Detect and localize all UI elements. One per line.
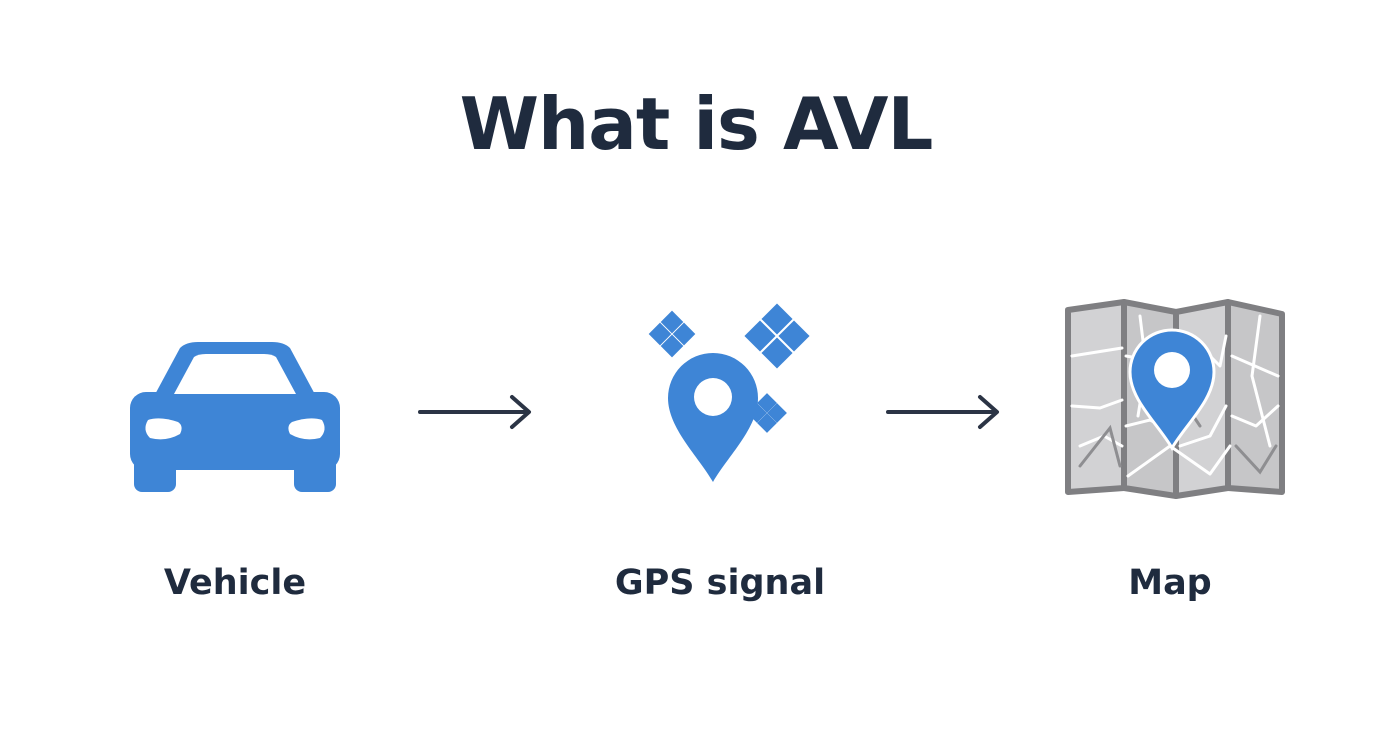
satellite-panel-right-icon [744, 303, 810, 369]
step-label-map: Map [1128, 563, 1212, 603]
car-icon [130, 342, 340, 492]
step-label-gps-signal: GPS signal [614, 563, 826, 603]
step-vehicle [120, 330, 350, 500]
step-label-vehicle: Vehicle [163, 563, 307, 603]
satellite-panel-left-icon [648, 310, 696, 358]
map-pin-icon [1065, 299, 1285, 499]
gps-satellite-pin-icon [648, 303, 810, 482]
arrow-right-icon [886, 395, 999, 429]
page-title: What is AVL [459, 82, 934, 166]
connector-arrow-2 [884, 392, 1004, 432]
step-map [1060, 296, 1290, 502]
arrow-right-icon [418, 395, 531, 429]
connector-arrow-1 [416, 392, 536, 432]
step-gps-signal [630, 300, 820, 490]
